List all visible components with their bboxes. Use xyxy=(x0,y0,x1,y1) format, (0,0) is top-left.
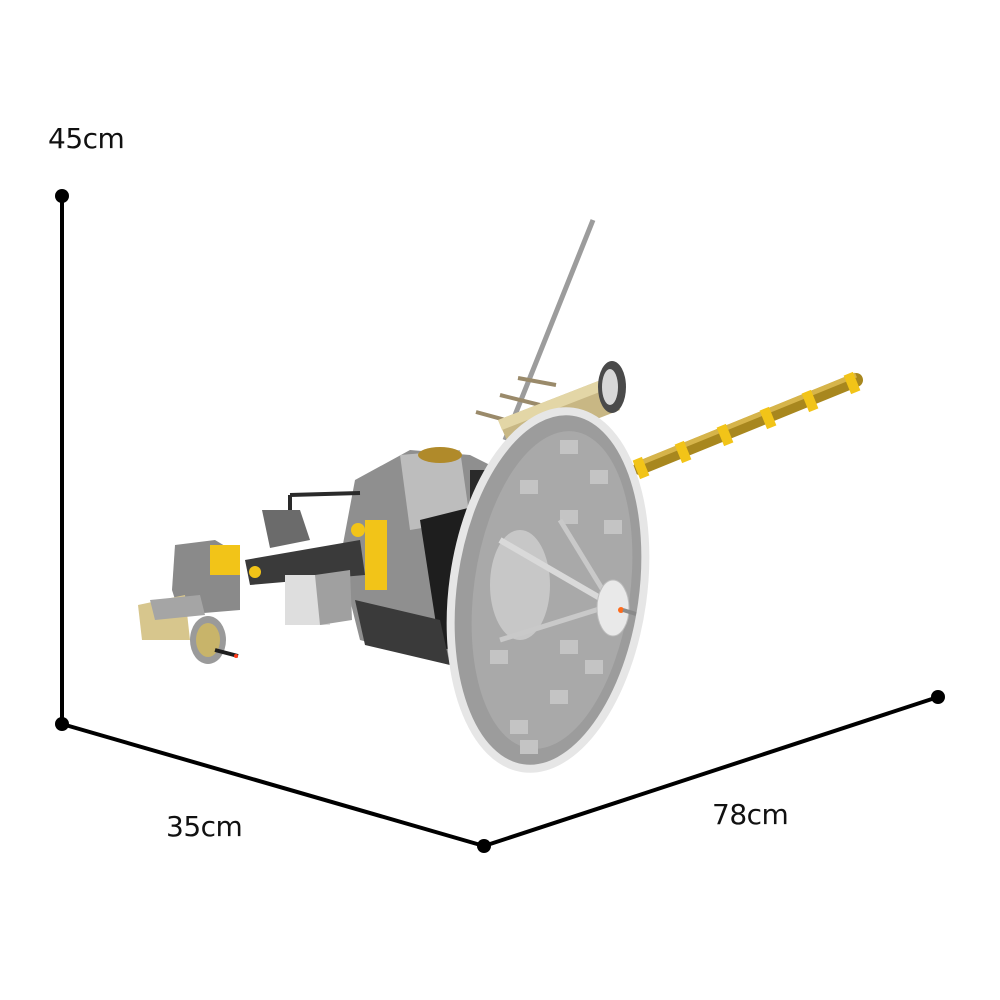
spacecraft-model xyxy=(138,219,863,773)
magnetometer-boom xyxy=(632,371,863,480)
depth-dimension-label: 35cm xyxy=(166,810,243,843)
scan-platform-arm xyxy=(245,491,387,625)
high-gain-dish xyxy=(446,407,650,773)
height-dimension-label: 45cm xyxy=(48,122,125,155)
dimension-lines xyxy=(55,189,945,853)
instrument-cluster xyxy=(138,540,261,664)
width-dimension-label: 78cm xyxy=(712,798,789,831)
